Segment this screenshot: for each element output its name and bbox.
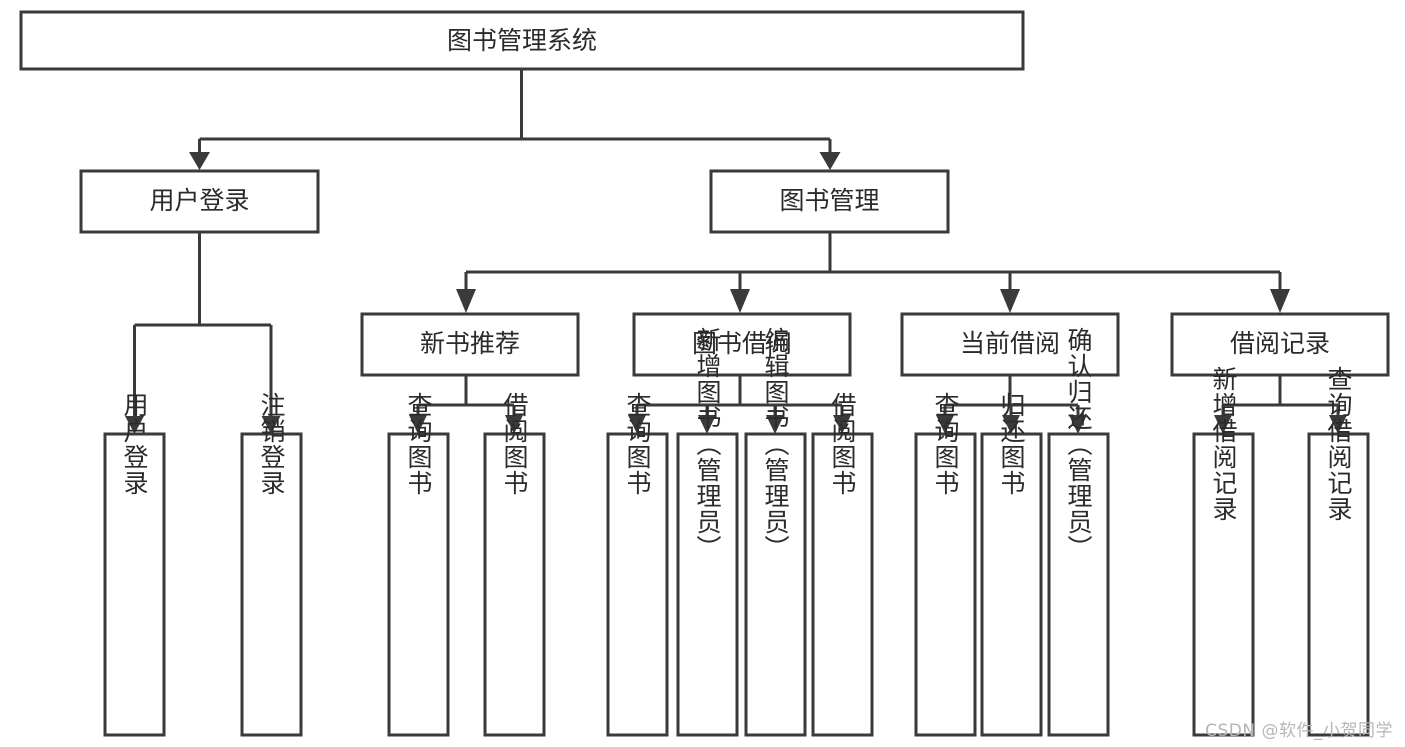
node-leaf-cb-return-book[interactable]: 归还图书	[980, 392, 1043, 737]
node-book-management[interactable]: 图书管理	[709, 169, 950, 234]
node-label-leaf-br-query-record: 查询借阅记录	[1324, 366, 1353, 522]
node-box-leaf-cb-confirm-return	[1047, 432, 1110, 737]
node-label-leaf-cb-query-book: 查询图书	[931, 392, 960, 496]
node-box-root	[19, 10, 1025, 71]
node-label-borrow-record: 借阅记录	[1230, 329, 1330, 358]
node-box-current-borrow	[900, 312, 1120, 377]
node-leaf-logout[interactable]: 注销登录	[240, 392, 303, 737]
node-leaf-bb-borrow-book[interactable]: 借阅图书	[811, 392, 874, 737]
arrow-head-book-mgmt	[819, 152, 841, 170]
node-label-leaf-bb-add-book: 新增图书（管理员）	[693, 327, 722, 561]
node-label-root: 图书管理系统	[447, 26, 597, 55]
node-label-leaf-nb-query-book: 查询图书	[404, 392, 433, 496]
connector-group-book-mgmt	[456, 232, 1290, 313]
node-label-book-management: 图书管理	[779, 186, 879, 215]
node-borrow-record[interactable]: 借阅记录	[1170, 312, 1390, 377]
node-label-leaf-cb-confirm-return: 确认归还（管理员）	[1064, 327, 1093, 561]
arrow-head-bb-leaf3	[766, 415, 784, 434]
connector-group-new-book-recommend	[409, 375, 523, 434]
arrow-head-bb-leaf2	[698, 415, 716, 434]
node-label-leaf-bb-edit-book: 编辑图书（管理员）	[761, 327, 790, 561]
node-box-leaf-nb-borrow-book	[483, 432, 546, 737]
node-box-book-management	[709, 169, 950, 234]
arrow-head-bb-leaf1	[628, 415, 646, 434]
arrow-head-cb-leaf3	[1069, 415, 1087, 434]
arrow-head-borrow-record	[1270, 289, 1290, 313]
arrow-head-new-book-recommend	[456, 289, 476, 313]
connector-group-current-borrow	[936, 375, 1087, 434]
node-leaf-user-login[interactable]: 用户登录	[103, 392, 166, 737]
node-book-borrow[interactable]: 图书借阅	[632, 312, 852, 377]
node-box-leaf-br-add-record	[1192, 432, 1255, 737]
arrow-head-book-borrow	[730, 289, 750, 313]
node-box-leaf-bb-query-book	[606, 432, 669, 737]
node-label-leaf-cb-return-book: 归还图书	[997, 392, 1026, 496]
arrow-head-cb-leaf1	[936, 415, 954, 434]
arrow-head-leaf-user-login	[125, 416, 144, 434]
connector-group-book-borrow	[628, 375, 851, 434]
connector-group-borrow-record	[1214, 375, 1347, 434]
node-label-leaf-bb-borrow-book: 借阅图书	[828, 392, 857, 496]
arrow-head-cb-leaf2	[1002, 415, 1020, 434]
connector-group-user-login	[125, 232, 281, 434]
node-label-leaf-br-add-record: 新增借阅记录	[1209, 366, 1238, 522]
node-box-leaf-user-login	[103, 432, 166, 737]
arrow-head-user-login	[189, 152, 210, 170]
node-label-user-login: 用户登录	[149, 186, 249, 215]
node-new-book-recommend[interactable]: 新书推荐	[360, 312, 580, 377]
csdn-watermark: CSDN @软件_小贺同学	[1205, 721, 1393, 741]
node-label-leaf-nb-borrow-book: 借阅图书	[500, 392, 529, 496]
node-leaf-bb-query-book[interactable]: 查询图书	[606, 392, 669, 737]
node-label-leaf-user-login: 用户登录	[120, 392, 149, 496]
node-leaf-cb-query-book[interactable]: 查询图书	[914, 392, 977, 737]
node-label-current-borrow: 当前借阅	[960, 329, 1060, 358]
node-leaf-bb-edit-book[interactable]: 编辑图书（管理员）	[744, 327, 807, 737]
node-box-user-login	[79, 169, 320, 234]
node-label-leaf-bb-query-book: 查询图书	[623, 392, 652, 496]
arrow-head-nb-leaf1	[409, 415, 427, 434]
arrow-head-leaf-logout	[261, 416, 281, 434]
arrow-head-bb-leaf4	[833, 415, 851, 434]
connector-group-root	[189, 69, 841, 170]
node-box-leaf-bb-edit-book	[744, 432, 807, 737]
node-current-borrow[interactable]: 当前借阅	[900, 312, 1120, 377]
node-root-book-management-system[interactable]: 图书管理系统	[19, 10, 1025, 71]
arrow-head-br-leaf2	[1329, 415, 1347, 434]
node-box-leaf-cb-return-book	[980, 432, 1043, 737]
node-box-leaf-bb-add-book	[676, 432, 739, 737]
node-leaf-nb-borrow-book[interactable]: 借阅图书	[483, 392, 546, 737]
node-box-leaf-nb-query-book	[387, 432, 450, 737]
node-box-borrow-record	[1170, 312, 1390, 377]
node-box-new-book-recommend	[360, 312, 580, 377]
arrow-head-nb-leaf2	[505, 415, 523, 434]
node-label-leaf-logout: 注销登录	[257, 392, 286, 496]
node-box-leaf-cb-query-book	[914, 432, 977, 737]
node-leaf-br-query-record[interactable]: 查询借阅记录	[1307, 366, 1370, 737]
node-box-leaf-logout	[240, 432, 303, 737]
node-user-login[interactable]: 用户登录	[79, 169, 320, 234]
node-box-leaf-bb-borrow-book	[811, 432, 874, 737]
node-leaf-br-add-record[interactable]: 新增借阅记录	[1192, 366, 1255, 737]
arrow-head-current-borrow	[1000, 289, 1020, 313]
node-leaf-nb-query-book[interactable]: 查询图书	[387, 392, 450, 737]
node-box-book-borrow	[632, 312, 852, 377]
node-leaf-bb-add-book[interactable]: 新增图书（管理员）	[676, 327, 739, 737]
node-leaf-cb-confirm-return[interactable]: 确认归还（管理员）	[1047, 327, 1110, 737]
node-label-book-borrow: 图书借阅	[692, 329, 792, 358]
node-label-new-book-recommend: 新书推荐	[420, 329, 520, 358]
node-box-leaf-br-query-record	[1307, 432, 1370, 737]
arrow-head-br-leaf1	[1214, 415, 1232, 434]
